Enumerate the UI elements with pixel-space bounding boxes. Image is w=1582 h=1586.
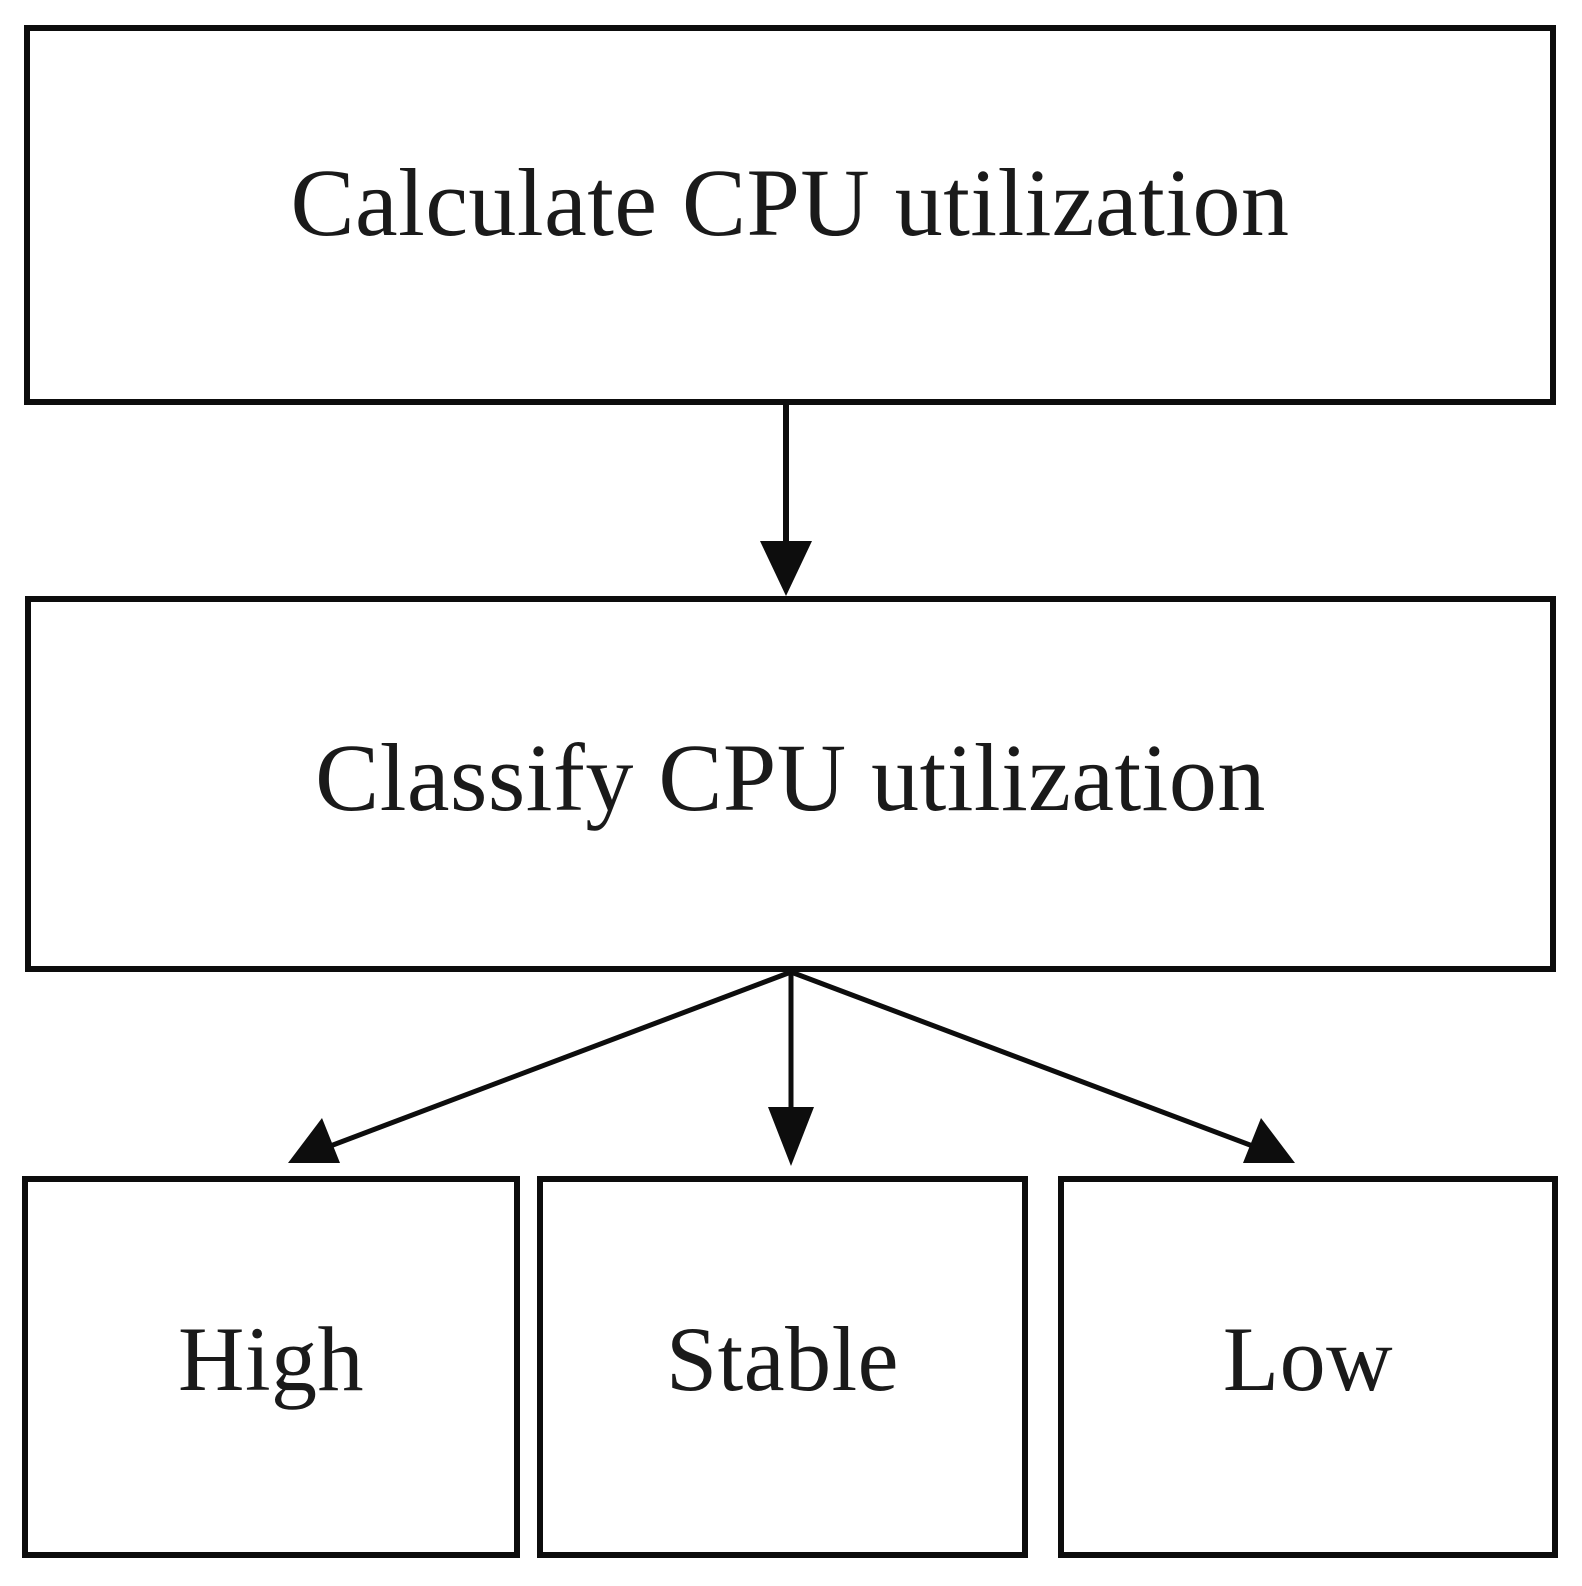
node-label: High <box>178 1308 364 1410</box>
edge-classify-to-low <box>790 969 1295 1163</box>
edge-classify-to-high <box>288 969 792 1163</box>
arrowhead-down-left <box>288 1118 340 1163</box>
node-low[interactable]: Low <box>1058 1176 1558 1558</box>
edge-line <box>790 969 1259 1151</box>
node-label: Classify CPU utilization <box>315 724 1266 831</box>
node-label: Stable <box>666 1308 899 1410</box>
edge-line <box>324 969 792 1151</box>
node-high[interactable]: High <box>22 1176 520 1558</box>
arrowhead-down-right <box>1243 1118 1295 1163</box>
node-label: Calculate CPU utilization <box>290 149 1290 256</box>
arrowhead-down <box>768 1107 814 1166</box>
edge-calculate-to-classify <box>760 404 812 596</box>
edge-classify-to-stable <box>768 972 814 1166</box>
node-label: Low <box>1222 1308 1394 1410</box>
arrowhead-down <box>760 541 812 596</box>
node-stable[interactable]: Stable <box>537 1176 1028 1558</box>
node-calculate-cpu-utilization[interactable]: Calculate CPU utilization <box>24 25 1556 405</box>
node-classify-cpu-utilization[interactable]: Classify CPU utilization <box>25 596 1556 972</box>
